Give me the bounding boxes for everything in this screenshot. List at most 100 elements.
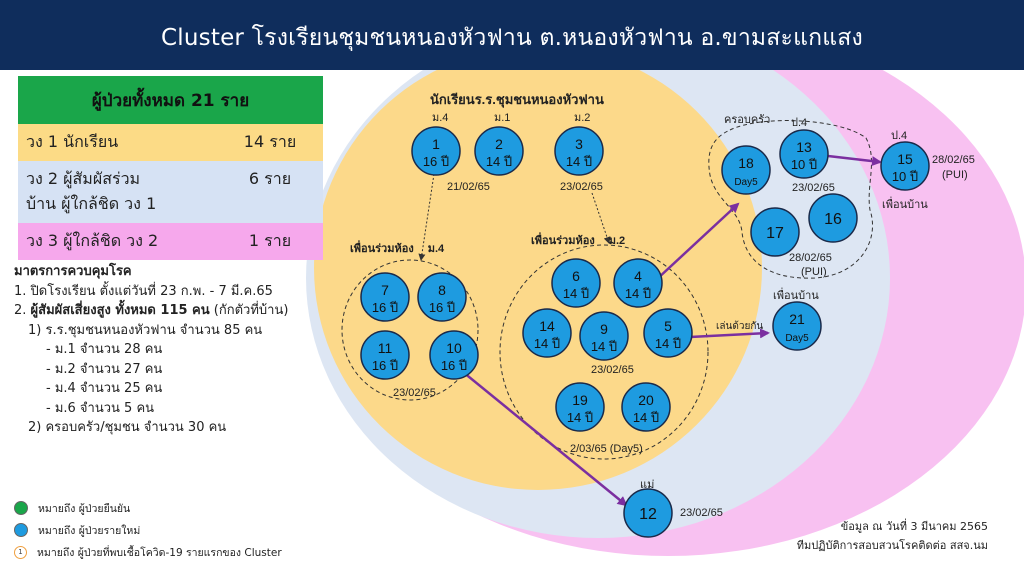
- first-case-ring-icon: 1: [14, 545, 27, 559]
- case-age: Day5: [785, 333, 809, 344]
- group-family-outline: [708, 120, 874, 279]
- case-id: 3: [575, 136, 583, 152]
- summary-label: วง 2 ผู้สัมผัสร่วม บ้าน ผู้ใกล้ชิด วง 1: [18, 161, 217, 223]
- summary-label: วง 1 นักเรียน: [18, 124, 217, 161]
- date-label-m2-mid: 23/02/65: [591, 364, 634, 376]
- case-id: 7: [381, 282, 389, 298]
- case-circle: [643, 308, 693, 358]
- pui-label-15: (PUI): [942, 169, 968, 181]
- grade-label-2: ม.1: [494, 112, 510, 124]
- case-age: 14 ปี: [534, 336, 560, 351]
- case-id: 13: [796, 139, 812, 155]
- legend: หมายถึง ผู้ป่วยยืนยัน หมายถึง ผู้ป่วยราย…: [14, 497, 282, 563]
- case-id: 17: [766, 225, 784, 242]
- case-age: 14 ปี: [566, 154, 592, 169]
- case-node-3: 3 14 ปี: [554, 126, 604, 176]
- case-age: 16 ปี: [372, 358, 398, 373]
- arrow-4-to-family: [655, 202, 740, 281]
- case-circle: [551, 258, 601, 308]
- case-summary-table: ผู้ป่วยทั้งหมด 21 ราย วง 1 นักเรียน 14 ร…: [18, 76, 323, 260]
- case-circle: [474, 126, 524, 176]
- page-title: Cluster โรงเรียนชุมชนหนองหัวฟาน ต.หนองหั…: [161, 25, 863, 51]
- case-node-8: 816 ปี: [417, 272, 467, 322]
- total-cases: ผู้ป่วยทั้งหมด 21 ราย: [18, 76, 323, 124]
- case-node-17: 17: [750, 207, 800, 257]
- date-label-m2-bottom: 2/03/65 (Day5): [570, 443, 643, 455]
- family-label: ครอบครัว: [724, 114, 770, 126]
- case-id: 10: [446, 340, 462, 356]
- case-circle: [554, 126, 604, 176]
- case-age: 14 ปี: [486, 154, 512, 169]
- data-as-of: ข้อมูล ณ วันที่ 3 มีนาคม 2565: [840, 520, 988, 533]
- summary-count: 14 ราย: [217, 124, 323, 161]
- case-age: 14 ปี: [567, 410, 593, 425]
- arrow-10-to-12: [462, 371, 628, 507]
- case-circle: [621, 382, 671, 432]
- case-circle: [579, 311, 629, 361]
- case-id: 2: [495, 136, 503, 152]
- case-node-19: 19 14 ปี: [555, 382, 605, 432]
- case-age: 16 ปี: [423, 154, 449, 169]
- legend-label: หมายถึง ผู้ป่วยรายใหม่: [38, 524, 141, 537]
- case-id: 19: [572, 392, 588, 408]
- summary-row-circle-1: วง 1 นักเรียน 14 ราย: [18, 124, 323, 161]
- summary-label-line: วง 2 ผู้สัมผัสร่วม: [26, 169, 141, 188]
- case-id: 15: [897, 151, 913, 167]
- summary-count: 1 ราย: [217, 223, 323, 260]
- link-1-to-m4: [418, 173, 435, 261]
- green-dot-icon: [14, 501, 28, 515]
- case-circle: [721, 145, 771, 195]
- case-id: 20: [638, 392, 654, 408]
- case-age: 14 ปี: [563, 286, 589, 301]
- case-circle: [411, 126, 461, 176]
- case-node-12: 12: [623, 488, 673, 538]
- case-id: 8: [438, 282, 446, 298]
- measures-title: มาตรการควบคุมโรค: [14, 264, 132, 279]
- case-age: 16 ปี: [441, 358, 467, 373]
- case-circle: [750, 207, 800, 257]
- grade-label-1: ม.4: [432, 112, 448, 124]
- case-id: 18: [738, 155, 754, 171]
- case-circle: [522, 308, 572, 358]
- case-node-16: 16: [808, 193, 858, 243]
- legend-label: หมายถึง ผู้ป่วยที่พบเชื้อโควิด-19 รายแรก…: [37, 546, 282, 559]
- case-id: 9: [600, 321, 608, 337]
- case-circle: [613, 258, 663, 308]
- measure-line: 2) ครอบครัว/ชุมชน จำนวน 30 คน: [28, 420, 227, 435]
- case-node-5: 514 ปี: [643, 308, 693, 358]
- legend-item-new: หมายถึง ผู้ป่วยรายใหม่: [14, 519, 282, 541]
- legend-item-confirmed: หมายถึง ผู้ป่วยยืนยัน: [14, 497, 282, 519]
- case-circle: [429, 330, 479, 380]
- case-node-13: 13 10 ปี: [779, 129, 829, 179]
- date-label-3: 23/02/65: [560, 181, 603, 193]
- date-label-15: 28/02/65: [932, 154, 975, 166]
- case-circle: [772, 301, 822, 351]
- case-age: 10 ปี: [791, 157, 817, 172]
- case-node-1: 1 16 ปี: [411, 126, 461, 176]
- case-age: 14 ปี: [591, 339, 617, 354]
- case-circle: [880, 141, 930, 191]
- control-measures: มาตรการควบคุมโรค 1. ปิดโรงเรียน ตั้งแต่ว…: [14, 262, 288, 438]
- case-id: 4: [634, 268, 642, 284]
- case-age: Day5: [734, 177, 758, 188]
- case-id: 21: [789, 311, 805, 327]
- measure-line: - ม.2 จำนวน 27 คน: [46, 361, 163, 377]
- case-age: 14 ปี: [655, 336, 681, 351]
- arrow-5-to-21: [689, 328, 770, 339]
- grade-label-13: ป.4: [791, 117, 807, 129]
- group-m2-outline: [499, 244, 709, 460]
- summary-row-circle-2: วง 2 ผู้สัมผัสร่วม บ้าน ผู้ใกล้ชิด วง 1 …: [18, 161, 323, 223]
- measure-line: 2. ผู้สัมผัสเสี่ยงสูง ทั้งหมด 115 คน (กั…: [14, 303, 289, 318]
- link-3-to-m2: [591, 192, 611, 244]
- footer: ข้อมูล ณ วันที่ 3 มีนาคม 2565 ทีมปฏิบัติ…: [797, 517, 988, 555]
- case-id: 1: [432, 136, 440, 152]
- header-bar: Cluster โรงเรียนชุมชนหนองหัวฟาน ต.หนองหั…: [0, 0, 1024, 70]
- case-node-4: 414 ปี: [613, 258, 663, 308]
- summary-label-line: บ้าน ผู้ใกล้ชิด วง 1: [26, 194, 157, 213]
- case-node-9: 9 14 ปี: [579, 311, 629, 361]
